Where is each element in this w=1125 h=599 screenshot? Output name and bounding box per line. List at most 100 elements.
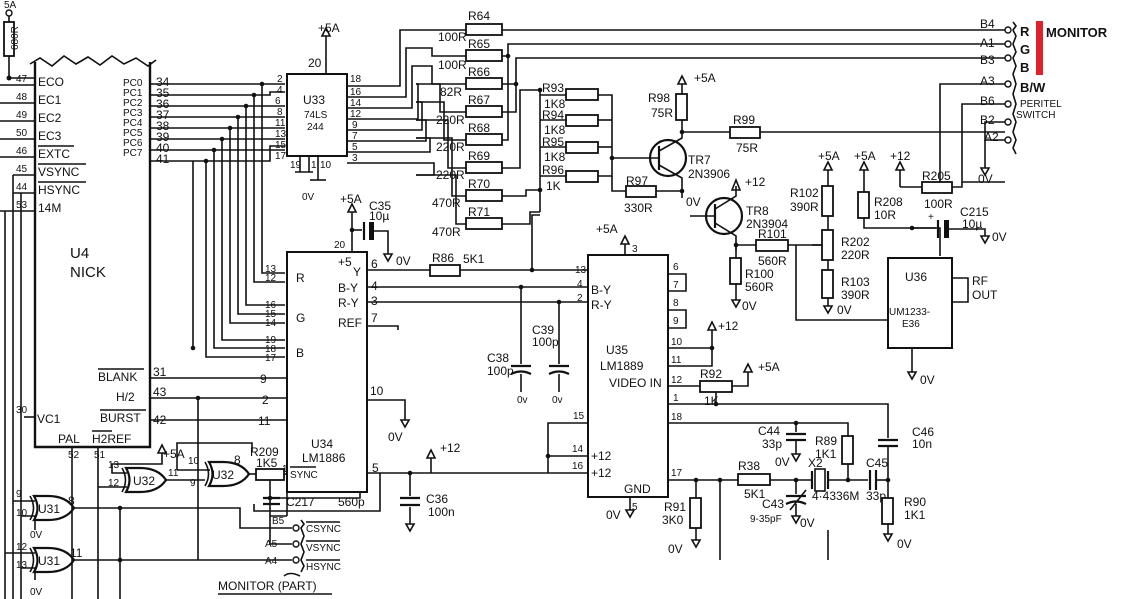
u4-subname: NICK	[70, 264, 106, 281]
resistor-r101	[755, 239, 789, 252]
svg-text:VSYNC: VSYNC	[306, 543, 340, 554]
svg-text:40: 40	[156, 141, 170, 155]
pin-num: 50	[16, 128, 28, 139]
svg-text:18: 18	[671, 412, 683, 423]
svg-text:1: 1	[673, 393, 679, 404]
svg-text:R98: R98	[648, 91, 670, 105]
svg-text:0V: 0V	[30, 530, 43, 541]
svg-text:1K1: 1K1	[815, 447, 837, 461]
svg-text:0V: 0V	[388, 430, 403, 444]
svg-text:9: 9	[190, 478, 196, 489]
svg-text:0v: 0v	[517, 395, 528, 406]
svg-text:B2: B2	[980, 113, 995, 127]
svg-text:U31: U31	[38, 554, 60, 568]
svg-text:100R: 100R	[924, 197, 953, 211]
svg-text:12: 12	[671, 375, 683, 386]
svg-text:34: 34	[156, 75, 170, 89]
svg-text:R100: R100	[745, 267, 774, 281]
svg-text:560p: 560p	[338, 495, 365, 509]
svg-text:0V: 0V	[992, 230, 1007, 244]
svg-text:+5A: +5A	[818, 149, 840, 163]
resistor-r95	[565, 141, 599, 154]
svg-text:U31: U31	[38, 502, 60, 516]
svg-text:12: 12	[350, 109, 362, 120]
u32-gate-2	[207, 460, 251, 488]
svg-text:+12: +12	[591, 466, 612, 480]
u33-body	[286, 73, 348, 157]
svg-text:R: R	[1020, 24, 1030, 39]
resistor-r92	[699, 380, 733, 393]
svg-text:3: 3	[632, 244, 638, 255]
svg-text:R: R	[296, 271, 305, 285]
svg-text:C39: C39	[532, 323, 554, 337]
svg-text:R209: R209	[250, 445, 279, 459]
svg-text:19: 19	[265, 335, 277, 346]
svg-text:5K1: 5K1	[744, 487, 766, 501]
svg-text:0V: 0V	[775, 455, 790, 469]
svg-text:13: 13	[575, 265, 587, 276]
svg-text:75R: 75R	[651, 106, 673, 120]
svg-text:PC2: PC2	[123, 98, 143, 109]
svg-text:0V: 0V	[668, 542, 683, 556]
svg-text:16: 16	[572, 461, 584, 472]
svg-text:R38: R38	[738, 459, 760, 473]
svg-text:+5A: +5A	[694, 71, 716, 85]
svg-text:10: 10	[16, 508, 28, 519]
svg-text:PC3: PC3	[123, 108, 143, 119]
svg-text:560R: 560R	[758, 254, 787, 268]
svg-text:6: 6	[275, 96, 281, 107]
svg-text:14: 14	[265, 318, 277, 329]
u34-lm1886-chip: +5A 20 C35 10µ 0V +5 R 13 12 G 16 15 14 …	[258, 192, 588, 533]
resistor-r102	[821, 185, 834, 217]
r70-label: R70	[468, 177, 490, 191]
svg-text:+5A: +5A	[596, 222, 618, 236]
resistor-r64	[465, 23, 503, 36]
svg-text:C46: C46	[912, 425, 934, 439]
svg-text:11: 11	[258, 414, 271, 428]
svg-text:470R: 470R	[432, 196, 461, 210]
svg-text:0V: 0V	[837, 303, 852, 317]
svg-text:10: 10	[320, 160, 332, 171]
svg-text:16: 16	[350, 87, 362, 98]
svg-text:0v: 0v	[552, 395, 563, 406]
svg-text:9: 9	[260, 372, 267, 386]
u31-gate-1	[32, 494, 76, 522]
pin-label-burst: BURST	[100, 411, 141, 425]
svg-text:3: 3	[371, 294, 378, 308]
svg-text:1K1: 1K1	[904, 508, 926, 522]
svg-text:C35: C35	[369, 199, 391, 213]
svg-text:SYNC: SYNC	[290, 470, 318, 481]
svg-text:7: 7	[352, 131, 358, 142]
svg-text:U32: U32	[133, 474, 155, 488]
svg-text:9-35pF: 9-35pF	[750, 514, 782, 525]
svg-text:+12: +12	[440, 441, 461, 455]
r65-label: R65	[468, 37, 490, 51]
svg-text:R92: R92	[700, 367, 722, 381]
svg-text:Y: Y	[353, 265, 361, 279]
resistor-r71	[465, 217, 503, 230]
capacitors-c38-c39: C38 100p 0v C39 100p 0v	[487, 287, 570, 406]
svg-text:100p: 100p	[487, 364, 514, 378]
pin-num: 44	[16, 182, 28, 193]
svg-text:1K: 1K	[546, 179, 561, 193]
pin-label-hsync: HSYNC	[38, 183, 80, 197]
u33-name: U33	[303, 93, 325, 107]
svg-text:C44: C44	[758, 424, 780, 438]
svg-text:R86: R86	[432, 251, 454, 265]
pin-label-eco: ECO	[38, 75, 64, 89]
resistor-r90	[881, 497, 894, 525]
svg-text:+5A: +5A	[163, 447, 185, 461]
svg-text:B4: B4	[980, 17, 995, 31]
u4-nick-chip: 5A 680R U4 NICK 47 ECO 48 EC1 49 EC2 50 …	[0, 0, 170, 461]
svg-text:PC4: PC4	[123, 118, 143, 129]
svg-text:2: 2	[262, 393, 269, 407]
svg-text:R97: R97	[626, 174, 648, 188]
svg-text:LM1889: LM1889	[600, 359, 644, 373]
u4-supply-label: 5A	[4, 0, 17, 11]
pin-label-h2: H/2	[116, 390, 135, 404]
svg-text:1: 1	[311, 160, 317, 171]
svg-text:4·4336M: 4·4336M	[812, 489, 859, 503]
svg-text:G: G	[296, 311, 305, 325]
r71-label: R71	[468, 205, 490, 219]
resistor-r96	[565, 170, 599, 183]
